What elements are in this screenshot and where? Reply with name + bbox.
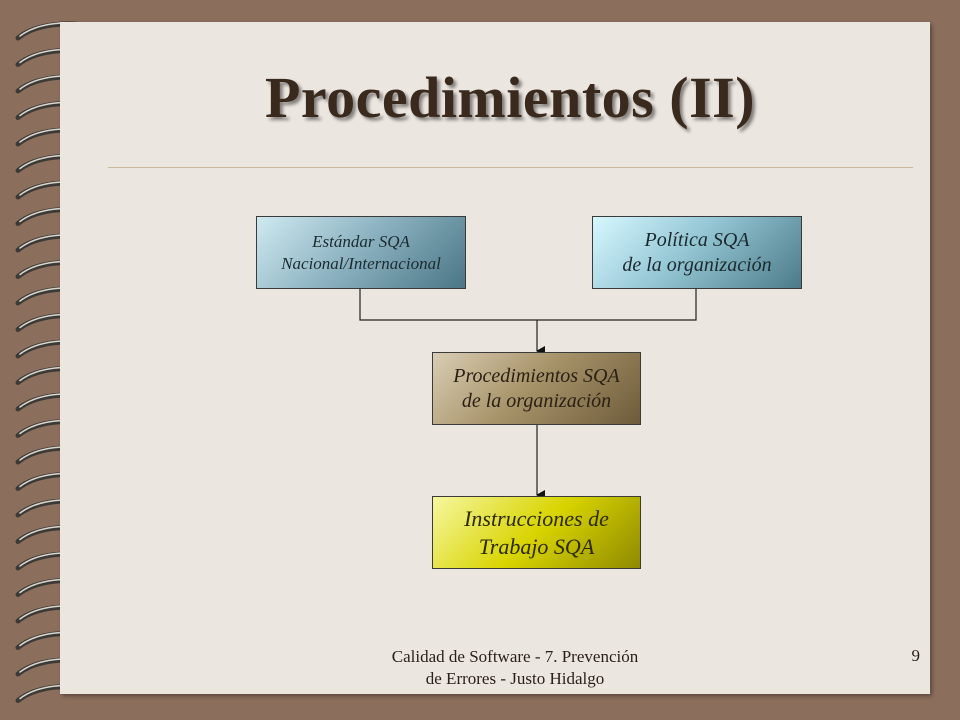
node-politica-sqa: Política SQA de la organización — [592, 216, 802, 289]
node-procedimientos-sqa: Procedimientos SQA de la organización — [432, 352, 641, 425]
title-divider — [108, 167, 913, 168]
node-instrucciones-line2: Trabajo SQA — [478, 533, 595, 559]
footer-line-2: de Errores - Justo Hidalgo — [425, 669, 605, 689]
slide-title: Procedimientos (II) — [264, 65, 756, 130]
node-estandar-line2: Nacional/Internacional — [281, 253, 441, 273]
page-number: 9 — [911, 646, 921, 665]
node-politica-line2: de la organización — [622, 253, 772, 276]
node-procedimientos-line2: de la organización — [461, 389, 612, 412]
node-instrucciones-trabajo: Instrucciones de Trabajo SQA — [432, 496, 641, 569]
node-politica-line1: Política SQA — [644, 228, 750, 251]
node-estandar-sqa: Estándar SQA Nacional/Internacional — [256, 216, 466, 289]
node-estandar-line1: Estándar SQA — [312, 232, 410, 252]
node-procedimientos-line1: Procedimientos SQA — [453, 364, 620, 387]
node-instrucciones-line1: Instrucciones de — [464, 506, 609, 531]
slide-footer: Calidad de Software - 7. Prevención de E… — [330, 646, 700, 690]
footer-line-1: Calidad de Software - 7. Prevención — [391, 647, 639, 666]
